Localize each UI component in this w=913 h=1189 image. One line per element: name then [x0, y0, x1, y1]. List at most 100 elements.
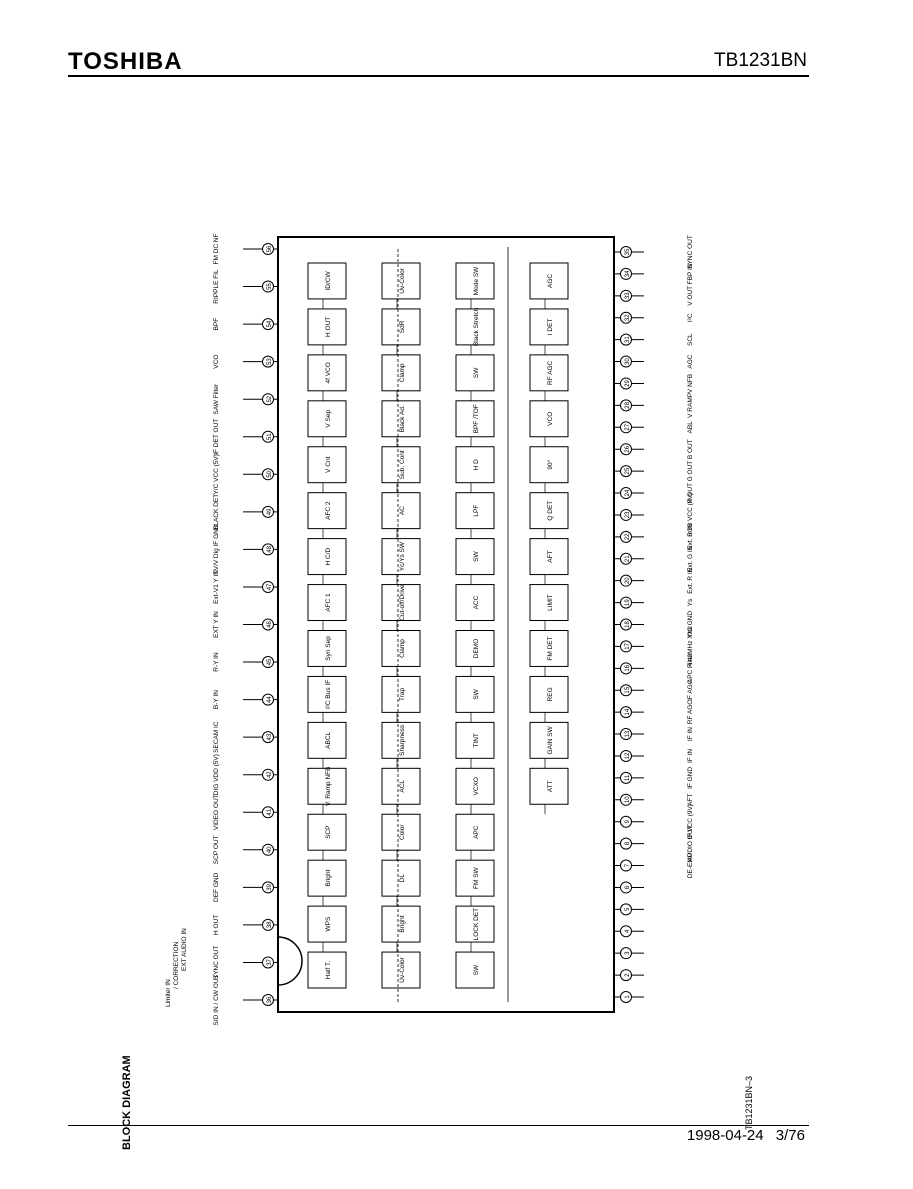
bottom-pin-label: BLACK DET: [213, 494, 220, 530]
block-label: V Sep: [325, 410, 332, 428]
block-label: Uv-Color: [399, 267, 406, 293]
top-pin-label: AGC: [687, 354, 694, 368]
block-label: Color: [399, 824, 406, 840]
pin-number: 3: [625, 951, 631, 955]
block-fm-det: [529, 630, 569, 667]
pin-number: 16: [625, 664, 631, 671]
block-label: Mode SW: [473, 266, 480, 295]
pin-circle: [620, 947, 632, 960]
block-label: BPF /TOF: [473, 404, 480, 433]
block-bpf-tof: [455, 400, 495, 438]
pin-circle: [620, 443, 632, 456]
block-sw4: [455, 951, 495, 989]
block-label: GAIN SW: [547, 725, 554, 754]
pin-circle: [262, 543, 274, 556]
block-label: SdR: [399, 320, 406, 333]
block-fm-sw: [455, 859, 495, 897]
pin-circle: [262, 881, 274, 894]
block-abcl: [307, 721, 347, 759]
pin-circle: [620, 881, 632, 894]
block-label: ACC: [473, 595, 480, 609]
pin-circle: [620, 508, 632, 521]
top-pin-label: RGB VCC (9V): [687, 493, 694, 537]
pin-circle: [620, 267, 632, 280]
pin-number: 48: [267, 545, 273, 552]
pin-number: 39: [267, 883, 273, 890]
left-note: EXT AUDIO IN: [181, 928, 188, 971]
pin-number: 21: [625, 555, 631, 562]
top-pin-label: G OUT: [687, 461, 694, 482]
pin-circle: [620, 289, 632, 302]
pin-number: 47: [267, 583, 273, 590]
pin-circle: [620, 749, 632, 762]
block-label: ATT: [547, 780, 554, 792]
pin-circle: [620, 596, 632, 609]
top-pin-label: IF GND: [687, 767, 694, 789]
pin-number: 42: [267, 771, 273, 778]
block-label: V. Ramp NFB: [325, 767, 332, 807]
block-label: Yc/Ys SW: [399, 541, 406, 571]
pin-number: 5: [625, 907, 631, 911]
block-label: H D: [473, 459, 480, 471]
pin-number: 32: [625, 314, 631, 321]
block-label: 90°: [546, 459, 554, 469]
block-label: Cut-off/Drive: [399, 584, 406, 621]
top-pin-label: IF VCC (9V): [687, 804, 694, 839]
pin-number: 25: [625, 467, 631, 474]
block-if-det: [529, 308, 569, 346]
pin-circle: [620, 684, 632, 697]
block-mode-sw: [455, 262, 495, 300]
bottom-pin-label: H OUT: [213, 915, 220, 935]
top-pin-label: IF IN: [687, 749, 694, 763]
pin-circle: [262, 430, 274, 443]
top-pin-label: B OUT: [687, 439, 694, 459]
pin-circle: [620, 662, 632, 675]
pin-circle: [262, 843, 274, 856]
diagram-title: BLOCK DIAGRAM: [121, 1055, 133, 1150]
bottom-pin-label: BPF: [213, 318, 220, 331]
block-label: H OUT: [325, 317, 332, 337]
pin-circle: [620, 618, 632, 631]
pin-number: 1: [625, 995, 631, 999]
block-sub-cont: [381, 446, 421, 484]
pin-circle: [262, 618, 274, 631]
pin-number: 14: [625, 708, 631, 715]
block-v-sep: [307, 400, 347, 438]
block-acc: [455, 584, 495, 621]
bottom-pin-label: RIPPLE FIL: [213, 269, 220, 304]
pin-number: 23: [625, 511, 631, 518]
block-id-det: [307, 262, 347, 300]
pin-number: 12: [625, 752, 631, 759]
pin-circle: [620, 771, 632, 784]
block-label: Q DET: [547, 501, 554, 521]
pin-circle: [620, 991, 632, 1003]
top-pin-label: 4.43MHz X'tal: [687, 626, 694, 667]
block-label: RF AGC: [547, 360, 554, 385]
top-pin-label: APC Filter: [687, 653, 694, 683]
top-pin-label: R OUT: [687, 483, 694, 503]
block-label: WPS: [325, 916, 332, 931]
pin-number: 49: [267, 508, 273, 515]
block-att: [529, 767, 569, 805]
block-label: DL: [399, 874, 406, 883]
block-clamp1: [381, 354, 421, 392]
block-bright2: [381, 905, 421, 943]
top-pin-label: Ext. G IN: [687, 545, 694, 572]
block-trap: [381, 675, 421, 713]
block-demod: [455, 630, 495, 667]
pin-circle: [620, 311, 632, 324]
pin-circle: [620, 246, 632, 258]
pin-circle: [620, 399, 632, 412]
pin-circle: [262, 318, 274, 331]
block-blk-stretch: [455, 308, 495, 346]
left-note: Limiter IN: [165, 979, 172, 1007]
pin-circle: [262, 580, 274, 593]
pin-number: 38: [267, 921, 273, 928]
block-vco: [529, 400, 569, 438]
block-hd: [455, 446, 495, 484]
pin-number: 33: [625, 292, 631, 299]
pin-number: 11: [625, 774, 631, 781]
pin-circle: [262, 693, 274, 706]
block-label: LIMIT: [547, 594, 554, 611]
